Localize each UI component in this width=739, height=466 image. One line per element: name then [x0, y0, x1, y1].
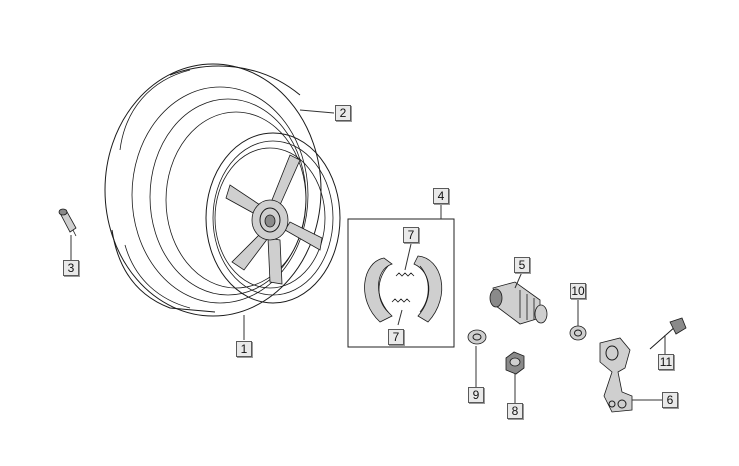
rim-part	[205, 132, 341, 304]
callout-9[interactable]: 9	[468, 387, 484, 403]
washer-part	[467, 329, 487, 345]
callout-8[interactable]: 8	[507, 403, 523, 419]
callout-2[interactable]: 2	[335, 105, 351, 121]
bolt-part	[649, 317, 687, 350]
brake-cam-part	[489, 281, 548, 325]
callout-10[interactable]: 10	[570, 283, 586, 299]
nut-part	[505, 351, 525, 375]
callout-11[interactable]: 11	[658, 354, 674, 370]
tire-part	[104, 63, 322, 317]
callout-7-bottom[interactable]: 7	[388, 329, 404, 345]
callout-1[interactable]: 1	[236, 341, 252, 357]
washer-small-part	[569, 325, 587, 341]
leader-lines	[70, 109, 666, 403]
callout-3[interactable]: 3	[63, 260, 79, 276]
callout-6[interactable]: 6	[662, 392, 678, 408]
brake-shoe-box	[347, 218, 455, 348]
valve-part	[58, 208, 77, 237]
callout-5[interactable]: 5	[514, 257, 530, 273]
brake-arm-part	[599, 337, 633, 413]
callout-7-top[interactable]: 7	[403, 227, 419, 243]
callout-4[interactable]: 4	[433, 188, 449, 204]
